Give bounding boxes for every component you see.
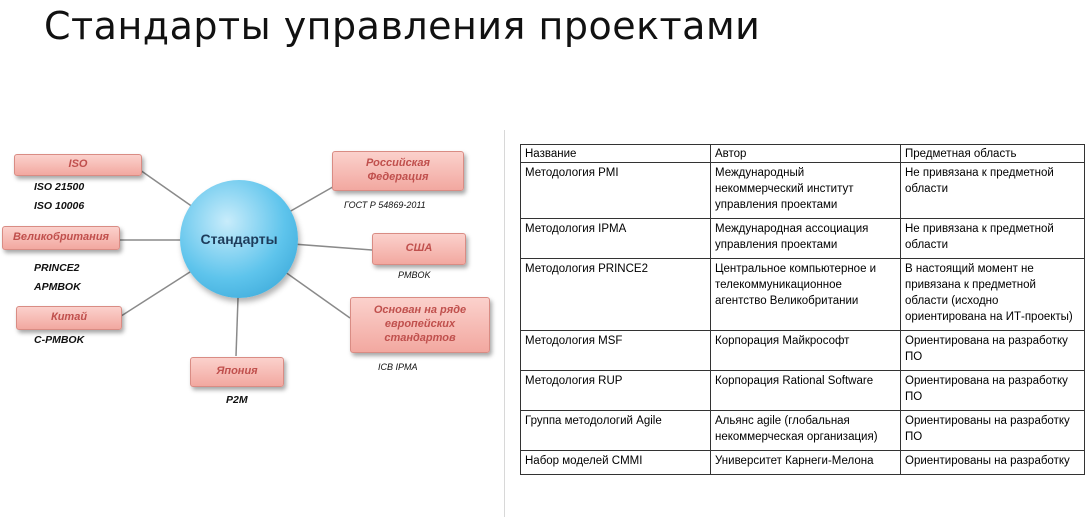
node-iso-item-1: ISO 21500 (34, 181, 85, 193)
cell-domain: Ориентирована на разработку ПО (900, 370, 1085, 411)
cell-domain: Ориентированы на разработку ПО (900, 410, 1085, 451)
column-header-name: Название (520, 144, 711, 163)
cell-name: Методология PMI (520, 162, 711, 219)
node-uk: Великобритания (2, 226, 120, 250)
cell-author: Международный некоммерческий институт уп… (710, 162, 901, 219)
table-row: Методология PRINCE2 Центральное компьюте… (520, 258, 1085, 331)
cell-domain: Не привязана к предметной области (900, 218, 1085, 259)
cell-name: Методология RUP (520, 370, 711, 411)
table-row: Методология MSF Корпорация Майкрософт Ор… (520, 330, 1085, 371)
cell-name: Методология MSF (520, 330, 711, 371)
cell-author: Международная ассоциация управления прое… (710, 218, 901, 259)
node-uk-item-2: APMBOK (34, 281, 81, 293)
node-usa: США (372, 233, 466, 265)
cell-author: Корпорация Майкрософт (710, 330, 901, 371)
node-usa-item-1: PMBOK (398, 270, 431, 280)
node-china: Китай (16, 306, 122, 330)
node-japan: Япония (190, 357, 284, 387)
cell-domain: Не привязана к предметной области (900, 162, 1085, 219)
node-iso-item-2: ISO 10006 (34, 200, 85, 212)
node-russia: Российская Федерация (332, 151, 464, 191)
node-iso: ISO (14, 154, 142, 176)
table-row: Методология PMI Международный некоммерче… (520, 162, 1085, 219)
column-header-author: Автор (710, 144, 901, 163)
cell-domain: В настоящий момент не привязана к предме… (900, 258, 1085, 331)
cell-domain: Ориентирована на разработку ПО (900, 330, 1085, 371)
table-row: Методология RUP Корпорация Rational Soft… (520, 370, 1085, 411)
table-header-row: Название Автор Предметная область (520, 144, 1085, 163)
node-uk-item-1: PRINCE2 (34, 262, 80, 274)
standards-table: Название Автор Предметная область Методо… (520, 144, 1085, 475)
cell-author: Центральное компьютерное и телекоммуника… (710, 258, 901, 331)
node-china-item-1: C-PMBOK (34, 334, 85, 346)
column-header-domain: Предметная область (900, 144, 1085, 163)
node-europe-item-1: ICB IPMA (378, 362, 418, 372)
page-title: Стандарты управления проектами (44, 4, 761, 48)
table-row: Набор моделей CMMI Университет Карнеги-М… (520, 450, 1085, 475)
node-europe: Основан на ряде европейских стандартов (350, 297, 490, 353)
table-row: Группа методологий Agile Альянс agile (г… (520, 410, 1085, 451)
cell-domain: Ориентированы на разработку (900, 450, 1085, 475)
cell-name: Набор моделей CMMI (520, 450, 711, 475)
cell-name: Методология IPMA (520, 218, 711, 259)
cell-name: Группа методологий Agile (520, 410, 711, 451)
cell-author: Альянс agile (глобальная некоммерческая … (710, 410, 901, 451)
center-node: Стандарты (180, 180, 298, 298)
cell-name: Методология PRINCE2 (520, 258, 711, 331)
cell-author: Университет Карнеги-Мелона (710, 450, 901, 475)
node-japan-item-1: P2M (226, 394, 248, 406)
cell-author: Корпорация Rational Software (710, 370, 901, 411)
table-row: Методология IPMA Международная ассоциаци… (520, 218, 1085, 259)
node-russia-item-1: ГОСТ Р 54869-2011 (344, 200, 426, 210)
divider (504, 130, 505, 517)
